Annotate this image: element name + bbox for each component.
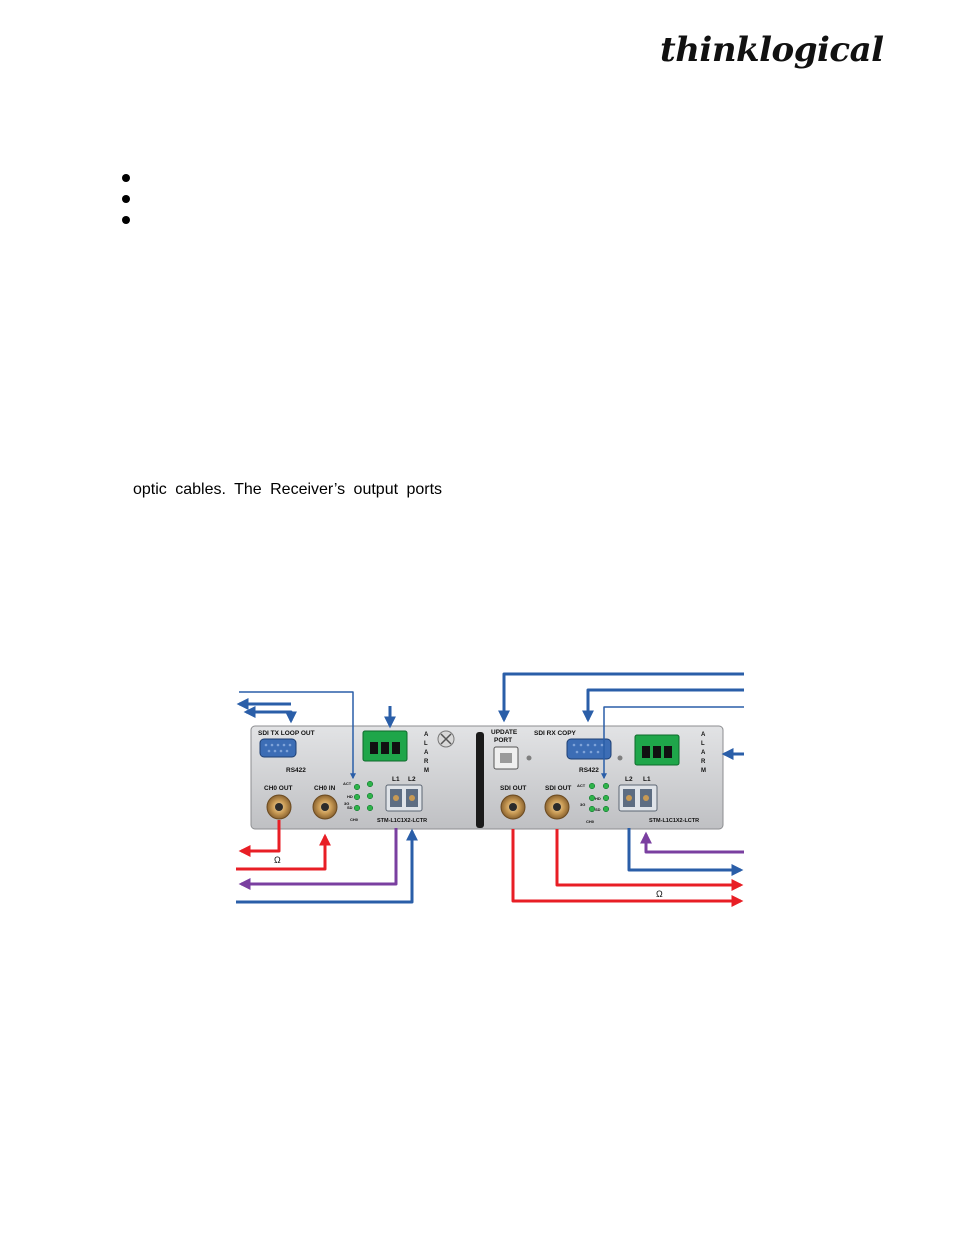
center-divider	[476, 732, 484, 828]
svg-text:M: M	[424, 768, 429, 774]
bullet-point-3	[122, 216, 130, 224]
update-port-label: UPDATE	[491, 729, 518, 736]
db9-rs422-right	[566, 738, 612, 760]
cable-fiber-l2-right	[627, 828, 744, 876]
cable-fiber-l1-right	[640, 831, 744, 854]
rs422-left-label: RS422	[286, 767, 306, 774]
body-paragraph: optic cables. The Receiver’s output port…	[133, 481, 443, 498]
cable-thin-led	[239, 691, 356, 780]
fiber-l2-right-label: L2	[625, 776, 633, 783]
svg-text:3G: 3G	[344, 801, 349, 806]
svg-text:3G: 3G	[580, 802, 585, 807]
fiber-l1-right-label: L1	[643, 776, 651, 783]
cable-sdi-out-2	[555, 829, 744, 891]
svg-text:ACT: ACT	[577, 783, 586, 788]
cable-ch0-in	[236, 833, 331, 871]
svg-text:HD: HD	[595, 796, 601, 801]
ohm-left-label: Ω	[274, 855, 281, 865]
brand-logo: thinklogical	[660, 30, 884, 70]
svg-text:L: L	[424, 741, 428, 747]
svg-text:R: R	[424, 759, 429, 765]
svg-text:A: A	[424, 750, 429, 756]
cable-update-port	[498, 672, 744, 723]
svg-text:ACT: ACT	[343, 781, 352, 786]
db9-rs422-left	[259, 738, 297, 758]
svg-text:PORT: PORT	[494, 737, 512, 744]
svg-text:SD: SD	[595, 807, 601, 812]
fiber-l2-left-label: L2	[408, 776, 416, 783]
svg-text:CH0: CH0	[350, 817, 359, 822]
ch0-out-label: CH0 OUT	[264, 785, 293, 792]
connection-diagram: SDI TX LOOP OUT RS422 A L A R M CH0 OUT …	[236, 668, 746, 908]
cable-ch0-out	[238, 820, 281, 857]
cable-loop-out	[243, 706, 297, 724]
sdi-rx-copy-label: SDI RX COPY	[534, 730, 577, 737]
status-leds-right	[588, 782, 610, 813]
model-left-label: STM-L1C1X2-LCTR	[377, 818, 427, 824]
svg-text:L: L	[701, 741, 705, 747]
svg-text:CH0: CH0	[586, 819, 595, 824]
svg-text:SD: SD	[347, 805, 353, 810]
svg-text:A: A	[424, 732, 429, 738]
svg-text:HD: HD	[347, 794, 353, 799]
fiber-l1-left-label: L1	[392, 776, 400, 783]
cable-fiber-l1-left	[238, 828, 398, 890]
status-leds-left	[353, 780, 374, 812]
sdi-out-1-label: SDI OUT	[500, 785, 526, 792]
sdi-tx-loop-out-label: SDI TX LOOP OUT	[258, 730, 315, 737]
cable-sdi-out-1	[511, 829, 744, 907]
model-right-label: STM-L1C1X2-LCTR	[649, 818, 699, 824]
cable-fiber-l2-left	[236, 828, 418, 904]
svg-text:R: R	[701, 759, 706, 765]
cable-rx-copy	[582, 688, 744, 723]
svg-text:A: A	[701, 732, 706, 738]
bullet-point-1	[122, 174, 130, 182]
bullet-point-2	[122, 195, 130, 203]
svg-text:M: M	[701, 768, 706, 774]
ch0-in-label: CH0 IN	[314, 785, 336, 792]
cable-thin-led-right	[601, 706, 744, 780]
rs422-right-label: RS422	[579, 767, 599, 774]
ohm-right-label: Ω	[656, 889, 663, 899]
svg-text:A: A	[701, 750, 706, 756]
sdi-out-2-label: SDI OUT	[545, 785, 571, 792]
